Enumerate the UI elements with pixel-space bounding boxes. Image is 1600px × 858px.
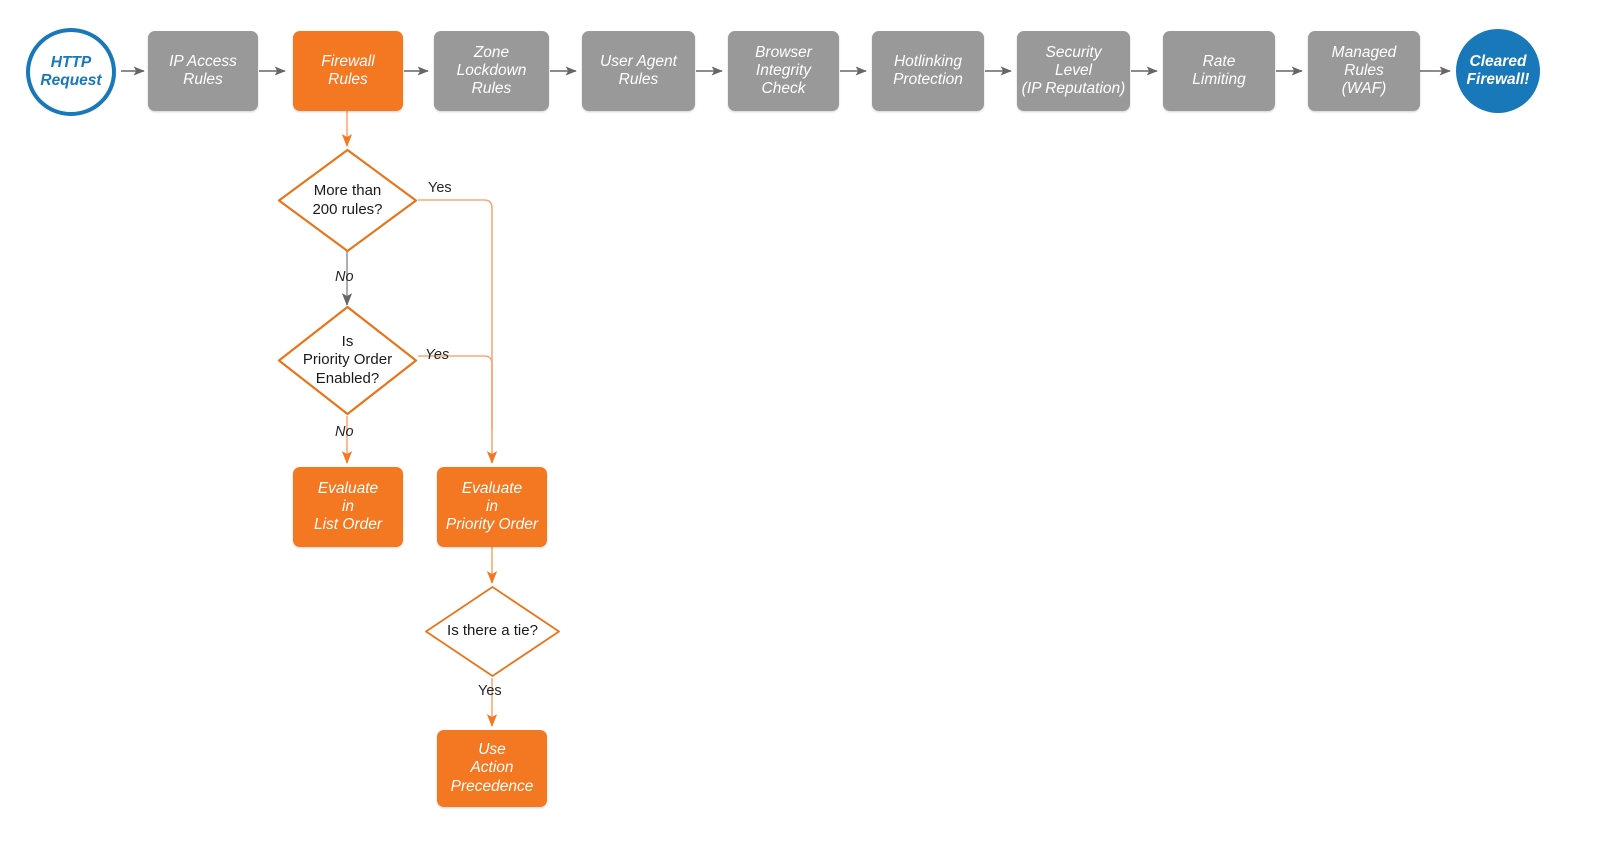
- step-label: User Agent Rules: [600, 52, 677, 88]
- edge-more-rules-yes: [418, 199, 498, 464]
- end-node-label: Cleared Firewall!: [1466, 52, 1530, 88]
- diamond-shape: [277, 148, 418, 253]
- diamond-shape: [425, 586, 560, 677]
- step-label: Managed Rules (WAF): [1331, 43, 1397, 98]
- step-ip-access-rules[interactable]: IP Access Rules: [148, 31, 258, 111]
- step-label: Firewall Rules: [321, 52, 375, 88]
- step-label: Security Level (IP Reputation): [1021, 43, 1126, 98]
- outcome-label: Use Action Precedence: [450, 741, 534, 795]
- edge-label-more-rules-yes: Yes: [428, 180, 452, 196]
- step-label: Hotlinking Protection: [893, 52, 963, 88]
- step-label: Zone Lockdown Rules: [456, 43, 527, 98]
- start-node-label: HTTP Request: [40, 53, 102, 89]
- outcome-evaluate-in-list-order[interactable]: Evaluate in List Order: [293, 467, 403, 547]
- decision-label: More than 200 rules?: [312, 182, 383, 218]
- step-managed-rules-waf[interactable]: Managed Rules (WAF): [1308, 31, 1420, 111]
- step-browser-integrity-check[interactable]: Browser Integrity Check: [728, 31, 839, 111]
- edge-label-tie-yes: Yes: [478, 683, 502, 699]
- edge-label-more-rules-no: No: [335, 269, 354, 285]
- step-user-agent-rules[interactable]: User Agent Rules: [582, 31, 695, 111]
- outcome-evaluate-in-priority-order[interactable]: Evaluate in Priority Order: [437, 467, 547, 547]
- decision-label: Is there a tie?: [447, 622, 538, 640]
- step-label: IP Access Rules: [169, 52, 237, 88]
- step-rate-limiting[interactable]: Rate Limiting: [1163, 31, 1275, 111]
- step-firewall-rules[interactable]: Firewall Rules: [293, 31, 403, 111]
- start-node-http-request[interactable]: HTTP Request: [26, 28, 116, 116]
- outcome-label: Evaluate in List Order: [313, 479, 383, 534]
- outcome-use-action-precedence[interactable]: Use Action Precedence: [437, 730, 547, 807]
- decision-is-there-a-tie[interactable]: Is there a tie?: [424, 585, 561, 678]
- step-label: Rate Limiting: [1192, 52, 1246, 88]
- step-security-level-ip-reputation[interactable]: Security Level (IP Reputation): [1017, 31, 1130, 111]
- decision-is-priority-order-enabled[interactable]: Is Priority Order Enabled?: [277, 305, 418, 416]
- end-node-cleared-firewall[interactable]: Cleared Firewall!: [1456, 29, 1540, 113]
- edge-label-priority-yes: Yes: [425, 347, 450, 363]
- step-zone-lockdown-rules[interactable]: Zone Lockdown Rules: [434, 31, 549, 111]
- outcome-label: Evaluate in Priority Order: [445, 479, 539, 534]
- diamond-shape: [277, 305, 418, 416]
- edge-priority-yes: [418, 355, 493, 430]
- decision-more-than-200-rules[interactable]: More than 200 rules?: [277, 148, 418, 253]
- decision-label: Is Priority Order Enabled?: [302, 333, 393, 387]
- edge-label-priority-no: No: [335, 424, 354, 440]
- step-hotlinking-protection[interactable]: Hotlinking Protection: [872, 31, 984, 111]
- step-label: Browser Integrity Check: [755, 43, 812, 98]
